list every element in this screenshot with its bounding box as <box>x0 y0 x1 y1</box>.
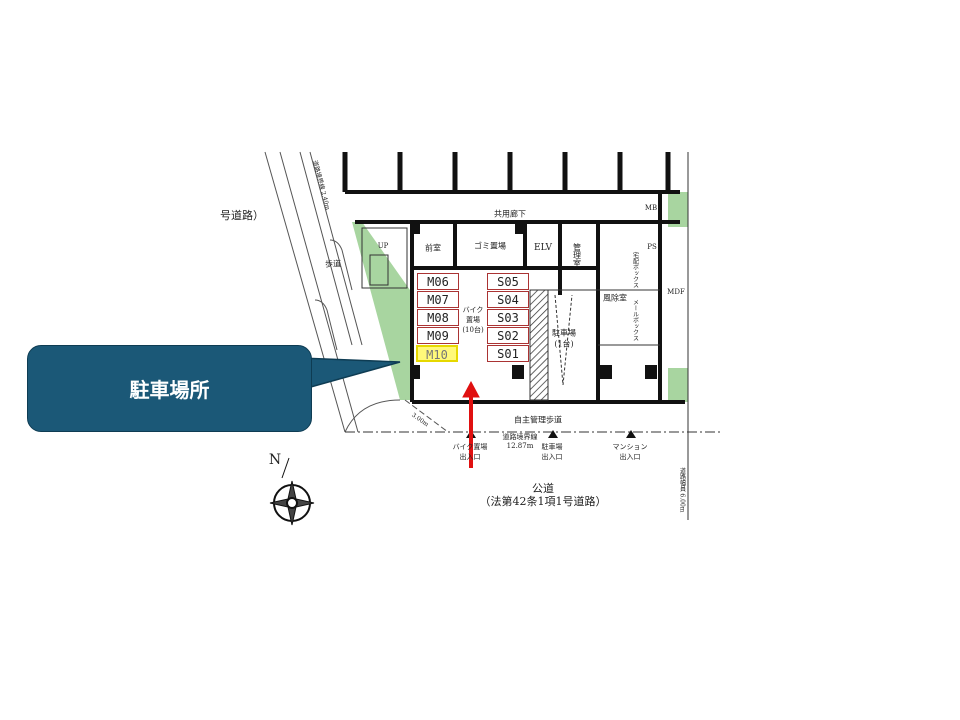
garbage-label: ゴミ置場 <box>474 241 506 251</box>
public-road-label: 公道 <box>532 482 554 495</box>
mansion-entrance-sub: 出入口 <box>619 453 641 461</box>
up-label: UP <box>377 242 389 250</box>
boundary-length: 12.87m <box>506 442 534 450</box>
corridor-label: 共用廊下 <box>494 209 526 219</box>
parking-slot-s01[interactable]: S01 <box>487 345 529 362</box>
elv-label: ELV <box>534 243 552 253</box>
road-width-right: 道路幅員 6.00m <box>678 467 686 513</box>
parking-slot-s05[interactable]: S05 <box>487 273 529 290</box>
self-walkway-label: 自主管理歩道 <box>514 415 562 425</box>
parking-count: (1台) <box>554 339 574 349</box>
green-area-left <box>352 222 410 400</box>
left-road-label: 号道路） <box>220 209 264 222</box>
parking-slot-s03[interactable]: S03 <box>487 309 529 326</box>
parking-slot-m06[interactable]: M06 <box>417 273 459 290</box>
antechamber-label: 前室 <box>425 243 441 253</box>
parking-slot-m10-highlighted[interactable]: M10 <box>416 345 458 362</box>
north-label: N <box>268 452 282 468</box>
callout-label: 駐車場所 <box>129 378 210 402</box>
parking-slot-m08[interactable]: M08 <box>417 309 459 326</box>
parking-slot-m07[interactable]: M07 <box>417 291 459 308</box>
bike-entrance-label: バイク置場 <box>452 443 488 451</box>
parking-location-callout: 駐車場所 <box>27 345 312 432</box>
parking-slot-s04[interactable]: S04 <box>487 291 529 308</box>
entry-arrow <box>462 380 480 468</box>
management-label: 管理室 <box>572 243 582 267</box>
sidewalk-label: 歩道 <box>325 259 341 269</box>
parking-entrance-sub: 出入口 <box>541 453 563 461</box>
home-box-label: 宅配ボックス <box>631 252 639 288</box>
parking-slot-m09[interactable]: M09 <box>417 327 459 344</box>
public-road-note: （法第42条1項1号道路） <box>479 495 607 508</box>
left-road-lines <box>264 151 449 433</box>
mb-label: MB <box>644 204 658 212</box>
mansion-entrance-label: マンション <box>612 443 648 451</box>
parking-entrance-label: 駐車場 <box>541 443 563 451</box>
bike-entrance-sub: 出入口 <box>459 453 481 461</box>
compass-icon <box>269 457 315 526</box>
windbreak-label: 風除室 <box>603 293 627 303</box>
bike-area-label: バイク置場(10台) <box>462 306 484 334</box>
boundary-label: 道路境界線 <box>502 433 538 441</box>
parking-label: 駐車場 <box>552 328 576 338</box>
mdf-label: MDF <box>667 288 685 296</box>
green-area-right-bottom <box>668 368 688 402</box>
ps-label: PS <box>647 243 657 251</box>
mail-box-label: メールボックス <box>631 299 639 341</box>
hatched-area <box>529 289 549 401</box>
green-area-right-top <box>668 192 688 227</box>
parking-slot-s02[interactable]: S02 <box>487 327 529 344</box>
